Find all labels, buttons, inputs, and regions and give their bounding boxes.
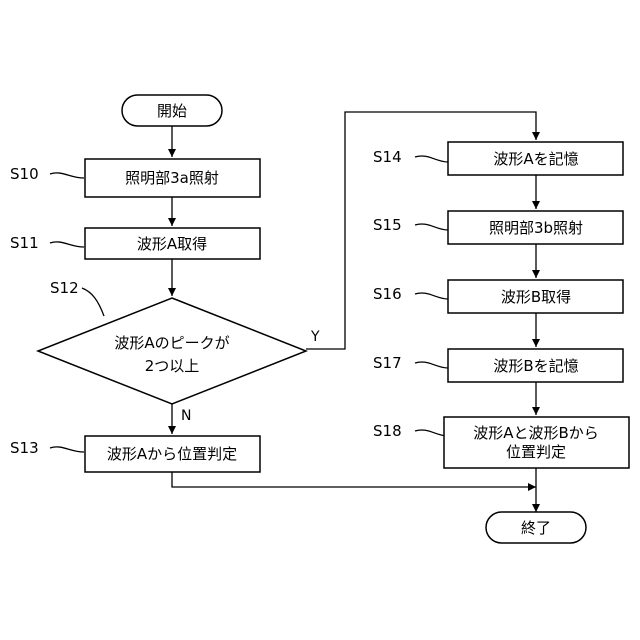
step-label-s13: S13 xyxy=(10,439,39,457)
process-text-s10: 照明部3a照射 xyxy=(125,169,219,187)
branch-label-no: N xyxy=(181,408,191,424)
step-label-s15: S15 xyxy=(373,216,402,234)
step-label-s14: S14 xyxy=(373,148,402,166)
process-text-s15: 照明部3b照射 xyxy=(489,219,583,237)
leader-s18 xyxy=(415,430,448,436)
leader-s15 xyxy=(415,224,448,230)
leader-s12 xyxy=(82,288,104,316)
step-label-s16: S16 xyxy=(373,285,402,303)
process-text-s18-line1: 波形Aと波形Bから xyxy=(473,424,599,442)
process-text-s14: 波形Aを記憶 xyxy=(493,150,578,168)
leader-s16 xyxy=(415,293,448,299)
step-label-s17: S17 xyxy=(373,354,402,372)
step-label-s18: S18 xyxy=(373,422,402,440)
step-label-s12: S12 xyxy=(50,279,79,297)
process-text-s13: 波形Aから位置判定 xyxy=(107,445,237,463)
leader-s14 xyxy=(415,156,448,162)
process-text-s11: 波形A取得 xyxy=(137,235,207,253)
step-label-s11: S11 xyxy=(10,234,39,252)
leader-s17 xyxy=(415,362,448,368)
end-label: 終了 xyxy=(521,519,551,537)
leader-s13 xyxy=(50,447,84,452)
decision-text-s12-line1: 波形Aのピークが xyxy=(114,334,229,352)
branch-label-yes: Y xyxy=(310,329,320,345)
leader-s11 xyxy=(50,242,84,247)
start-label: 開始 xyxy=(157,102,187,120)
process-text-s16: 波形B取得 xyxy=(501,288,571,306)
connector-s13-end xyxy=(172,472,536,487)
process-text-s18-line2: 位置判定 xyxy=(506,443,566,461)
decision-text-s12-line2: 2つ以上 xyxy=(145,357,200,375)
step-label-s10: S10 xyxy=(10,165,39,183)
process-text-s17: 波形Bを記憶 xyxy=(493,357,578,375)
leader-s10 xyxy=(50,173,84,178)
